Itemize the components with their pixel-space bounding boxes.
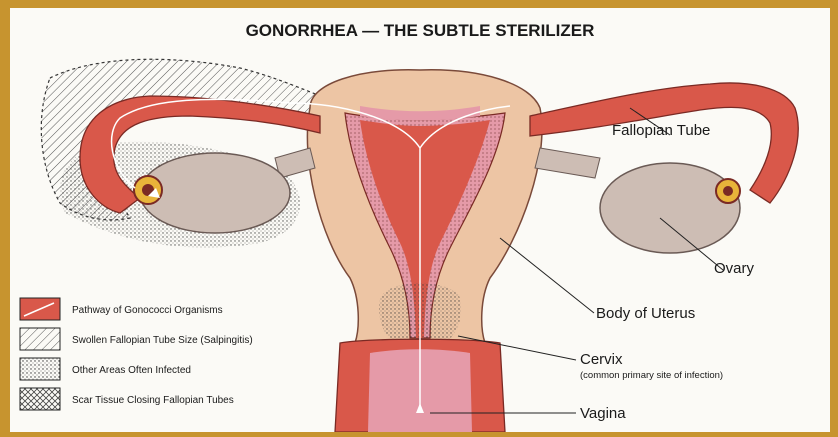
legend-text-swollen: Swollen Fallopian Tube Size (Salpingitis…	[72, 335, 253, 346]
label-cervix-note: (common primary site of infection)	[580, 370, 723, 381]
label-fallopian-tube: Fallopian Tube	[612, 122, 710, 139]
legend-text-infected: Other Areas Often Infected	[72, 365, 191, 376]
right-ligament	[535, 148, 600, 178]
label-ovary: Ovary	[714, 260, 755, 277]
diagram-panel: GONORRHEA — THE SUBTLE STERILIZER Fallop…	[10, 8, 830, 432]
anatomy-diagram: GONORRHEA — THE SUBTLE STERILIZER Fallop…	[10, 8, 830, 432]
legend-swatch-swollen	[20, 328, 60, 350]
right-ovary	[600, 163, 740, 253]
body-of-uterus-leader	[500, 238, 594, 313]
legend-swatch-scar	[20, 388, 60, 410]
label-vagina: Vagina	[580, 405, 626, 422]
legend-text-scar: Scar Tissue Closing Fallopian Tubes	[72, 395, 234, 406]
label-body-of-uterus: Body of Uterus	[596, 305, 695, 322]
label-cervix: Cervix	[580, 351, 623, 368]
right-follicle-core	[723, 186, 733, 196]
legend-swatch-infected	[20, 358, 60, 380]
legend: Pathway of Gonococci Organisms Swollen F…	[20, 298, 253, 410]
legend-text-pathway: Pathway of Gonococci Organisms	[72, 305, 223, 316]
diagram-title: GONORRHEA — THE SUBTLE STERILIZER	[246, 21, 595, 40]
